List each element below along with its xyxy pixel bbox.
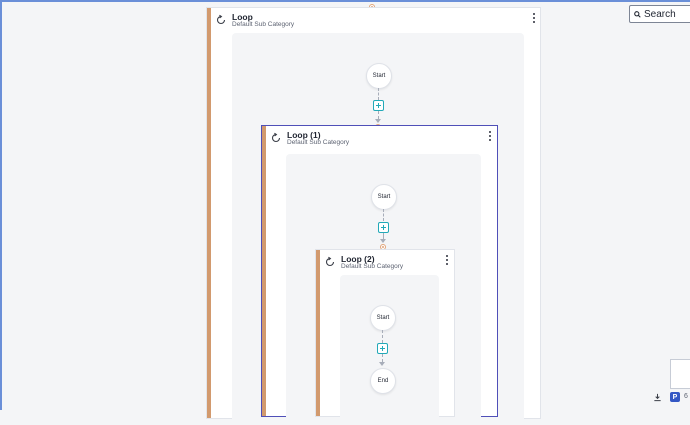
flow-arrow xyxy=(379,362,385,366)
more-vertical-icon[interactable] xyxy=(531,13,537,23)
flow-connector xyxy=(383,209,384,221)
add-step-button[interactable] xyxy=(377,343,388,354)
search-label: Search xyxy=(644,8,676,20)
flow-connector xyxy=(383,233,384,239)
start-node[interactable]: Start xyxy=(371,184,397,210)
search-input[interactable]: Search xyxy=(629,5,690,23)
flow-connector xyxy=(378,88,379,100)
flow-arrow xyxy=(375,119,381,123)
minimap[interactable] xyxy=(670,359,690,389)
loop-icon xyxy=(271,132,281,143)
loop-1-header: Loop (1) Default Sub Category xyxy=(266,126,497,150)
download-button[interactable] xyxy=(651,391,663,403)
loop-2-title: Loop (2) xyxy=(341,254,375,264)
flow-connector xyxy=(382,330,383,343)
add-step-button[interactable] xyxy=(378,222,389,233)
download-icon xyxy=(653,393,661,401)
loop-icon xyxy=(216,14,226,25)
add-step-button[interactable] xyxy=(373,100,384,111)
end-node[interactable]: End xyxy=(370,368,396,394)
start-node[interactable]: Start xyxy=(366,63,392,89)
flow-arrow xyxy=(380,239,386,243)
loop-1-title: Loop (1) xyxy=(287,130,321,140)
p-badge[interactable]: P xyxy=(670,392,680,402)
input-connector[interactable] xyxy=(380,244,386,250)
canvas-top-border xyxy=(0,0,690,2)
loop-2-body xyxy=(340,275,439,425)
more-vertical-icon[interactable] xyxy=(444,255,450,265)
canvas-left-border xyxy=(0,0,2,410)
controls-text: 6 xyxy=(684,393,688,400)
loop-header: Loop Default Sub Category xyxy=(211,8,540,32)
start-node[interactable]: Start xyxy=(370,305,396,331)
loop-subtitle: Default Sub Category xyxy=(232,21,295,28)
more-vertical-icon[interactable] xyxy=(487,131,493,141)
loop-2-subtitle: Default Sub Category xyxy=(341,263,404,270)
loop-title: Loop xyxy=(232,12,253,22)
flow-connector xyxy=(382,354,383,362)
loop-2-header: Loop (2) Default Sub Category xyxy=(320,250,454,274)
loop-icon xyxy=(325,256,335,267)
flow-connector xyxy=(378,111,379,119)
search-icon xyxy=(634,10,641,18)
loop-1-subtitle: Default Sub Category xyxy=(287,139,350,146)
